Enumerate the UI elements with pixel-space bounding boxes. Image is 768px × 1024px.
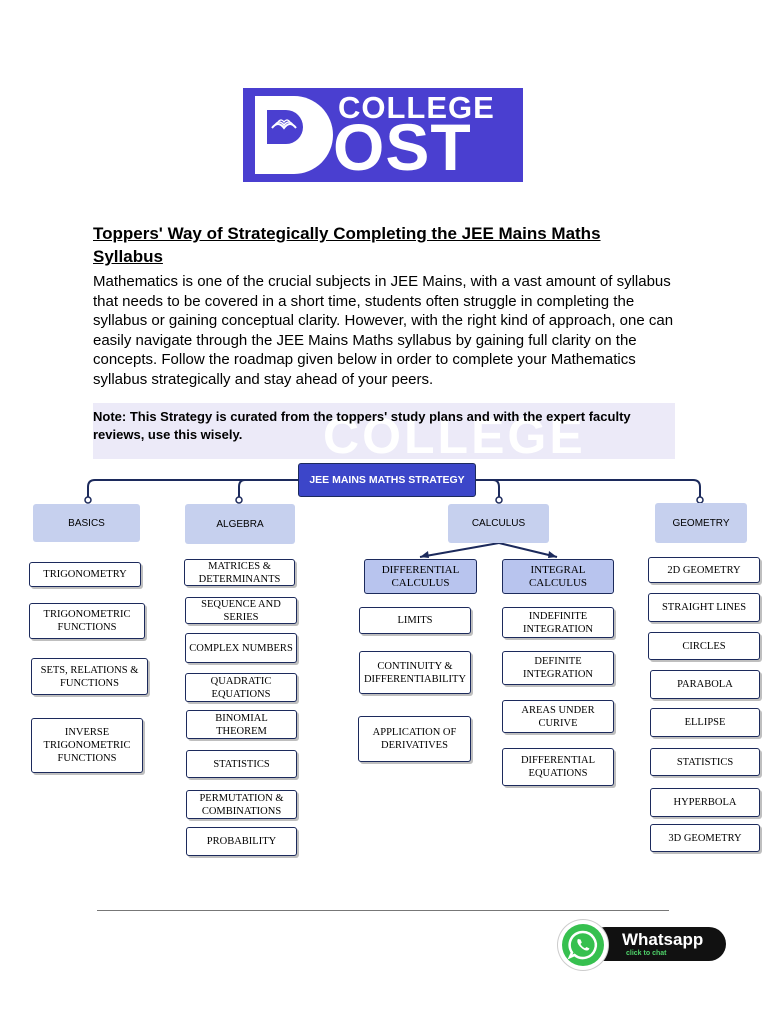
subcategory-differential-calculus: DIFFERENTIAL CALCULUS <box>364 559 477 594</box>
topic-hyperbola: HYPERBOLA <box>650 788 760 817</box>
topic-permutation-combinations: PERMUTATION & COMBINATIONS <box>186 790 297 819</box>
topic-areas-under-curve: AREAS UNDER CURIVE <box>502 700 614 733</box>
topic-sequence-series: SEQUENCE AND SERIES <box>185 597 297 624</box>
topic-definite-integration: DEFINITE INTEGRATION <box>502 651 614 685</box>
topic-trigonometric-functions: TRIGONOMETRIC FUNCTIONS <box>29 603 145 639</box>
topic-statistics-geometry: STATISTICS <box>650 748 760 776</box>
whatsapp-pill[interactable] <box>588 927 726 961</box>
topic-2d-geometry: 2D GEOMETRY <box>648 557 760 583</box>
topic-inverse-trigonometric-functions: INVERSE TRIGONOMETRIC FUNCTIONS <box>31 718 143 773</box>
topic-differential-equations: DIFFERENTIAL EQUATIONS <box>502 748 614 786</box>
topic-limits: LIMITS <box>359 607 471 634</box>
intro-paragraph: Mathematics is one of the crucial subjec… <box>93 273 674 388</box>
topic-matrices-determinants: MATRICES & DETERMINANTS <box>184 559 295 586</box>
topic-quadratic-equations: QUADRATIC EQUATIONS <box>185 673 297 702</box>
logo-text-college: COLLEGE <box>338 90 495 125</box>
college-dost-logo: COLLEGE OST <box>243 88 523 182</box>
whatsapp-icon[interactable] <box>562 924 604 966</box>
topic-binomial-theorem: BINOMIAL THEOREM <box>186 710 297 739</box>
whatsapp-label[interactable]: Whatsapp <box>622 930 704 949</box>
whatsapp-button[interactable]: Whatsapp click to chat <box>558 920 728 972</box>
topic-trigonometry: TRIGONOMETRY <box>29 562 141 587</box>
whatsapp-sublabel[interactable]: click to chat <box>626 950 667 957</box>
topic-sets-relations-functions: SETS, RELATIONS & FUNCTIONS <box>31 658 148 695</box>
topic-application-of-derivatives: APPLICATION OF DERIVATIVES <box>358 716 471 762</box>
logo-text-ost: OST <box>333 110 472 184</box>
book-icon <box>271 119 297 130</box>
category-geometry: GEOMETRY <box>655 503 747 543</box>
category-calculus: CALCULUS <box>448 504 549 543</box>
topic-3d-geometry: 3D GEOMETRY <box>650 824 760 852</box>
page-heading: Toppers' Way of Strategically Completing… <box>93 224 601 266</box>
topic-straight-lines: STRAIGHT LINES <box>648 593 760 622</box>
watermark-text: COLLEGE <box>323 408 586 459</box>
topic-ellipse: ELLIPSE <box>650 708 760 737</box>
strategy-note: Note: This Strategy is curated from the … <box>93 409 631 442</box>
category-algebra: ALGEBRA <box>185 504 295 544</box>
topic-probability: PROBABILITY <box>186 827 297 856</box>
whatsapp-icon-frame[interactable] <box>558 920 608 970</box>
topic-statistics-algebra: STATISTICS <box>186 750 297 778</box>
topic-complex-numbers: COMPLEX NUMBERS <box>185 633 297 663</box>
topic-continuity-differentiability: CONTINUITY & DIFFERENTIABILITY <box>359 651 471 694</box>
diagram-root: JEE MAINS MATHS STRATEGY <box>298 463 476 497</box>
topic-indefinite-integration: INDEFINITE INTEGRATION <box>502 607 614 638</box>
subcategory-integral-calculus: INTEGRAL CALCULUS <box>502 559 614 594</box>
category-basics: BASICS <box>33 504 140 542</box>
footer-divider <box>97 910 669 911</box>
topic-parabola: PARABOLA <box>650 670 760 699</box>
watermark-band: COLLEGE <box>93 403 675 459</box>
topic-circles: CIRCLES <box>648 632 760 660</box>
